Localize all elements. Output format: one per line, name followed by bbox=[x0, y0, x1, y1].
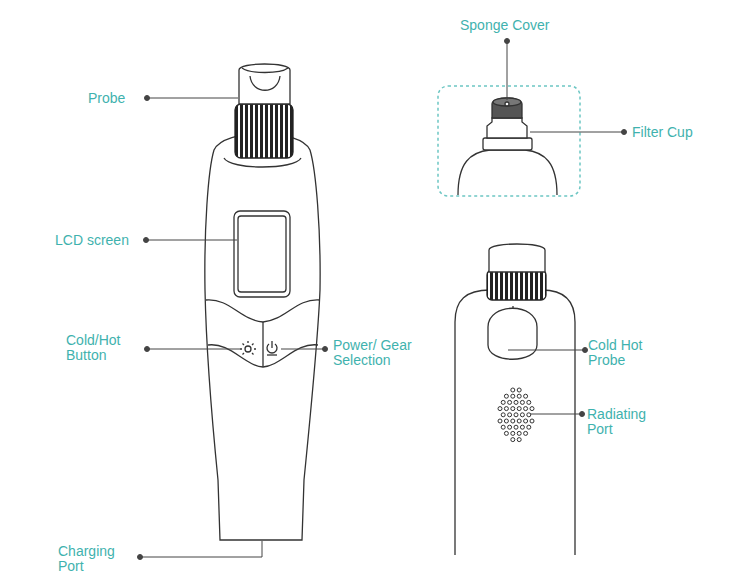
vent-hole bbox=[514, 400, 518, 404]
vent-hole bbox=[504, 407, 508, 411]
part-label: Cold Hot Probe bbox=[588, 338, 660, 368]
vent-hole bbox=[514, 413, 518, 417]
vent-hole bbox=[508, 425, 512, 429]
part-label: Probe bbox=[88, 91, 148, 106]
vent-hole bbox=[520, 425, 524, 429]
part-label: Filter Cup bbox=[632, 125, 732, 140]
part-label: Power/ Gear Selection bbox=[333, 338, 443, 368]
vent-hole bbox=[511, 438, 515, 442]
main-device bbox=[205, 64, 320, 540]
vent-hole bbox=[530, 419, 534, 423]
vent-hole bbox=[527, 400, 531, 404]
part-label: LCD screen bbox=[55, 233, 145, 248]
vent-hole bbox=[517, 431, 521, 435]
vent-hole bbox=[527, 413, 531, 417]
vent-hole bbox=[508, 413, 512, 417]
part-label: Cold/Hot Button bbox=[66, 333, 138, 363]
vent-hole bbox=[508, 400, 512, 404]
vent-hole bbox=[504, 419, 508, 423]
part-label: Radiating Port bbox=[587, 407, 667, 437]
vent-hole bbox=[527, 425, 531, 429]
vent-hole bbox=[501, 425, 505, 429]
vent-hole bbox=[498, 419, 502, 423]
vent-hole bbox=[524, 407, 528, 411]
vent-hole bbox=[524, 394, 528, 398]
part-label: Sponge Cover bbox=[460, 18, 580, 33]
vent-hole bbox=[511, 431, 515, 435]
vent-hole bbox=[501, 413, 505, 417]
vent-hole bbox=[511, 419, 515, 423]
vent-hole bbox=[530, 407, 534, 411]
vent-hole bbox=[504, 431, 508, 435]
vent-hole bbox=[517, 388, 521, 392]
vent-hole bbox=[520, 400, 524, 404]
vent-hole bbox=[517, 438, 521, 442]
vent-hole bbox=[524, 431, 528, 435]
vent-hole bbox=[514, 425, 518, 429]
side-device bbox=[455, 244, 575, 555]
vent-hole bbox=[524, 419, 528, 423]
vent-hole bbox=[501, 400, 505, 404]
vent-hole bbox=[517, 394, 521, 398]
vent-hole bbox=[520, 413, 524, 417]
radiating-holes bbox=[498, 388, 534, 442]
vent-hole bbox=[517, 407, 521, 411]
vent-hole bbox=[517, 419, 521, 423]
vent-hole bbox=[498, 407, 502, 411]
vent-hole bbox=[511, 388, 515, 392]
vent-hole bbox=[511, 394, 515, 398]
vent-hole bbox=[504, 394, 508, 398]
filter-inset bbox=[438, 86, 580, 196]
vent-hole bbox=[511, 407, 515, 411]
part-label: Charging Port bbox=[58, 544, 130, 574]
leader-lines bbox=[138, 39, 627, 560]
